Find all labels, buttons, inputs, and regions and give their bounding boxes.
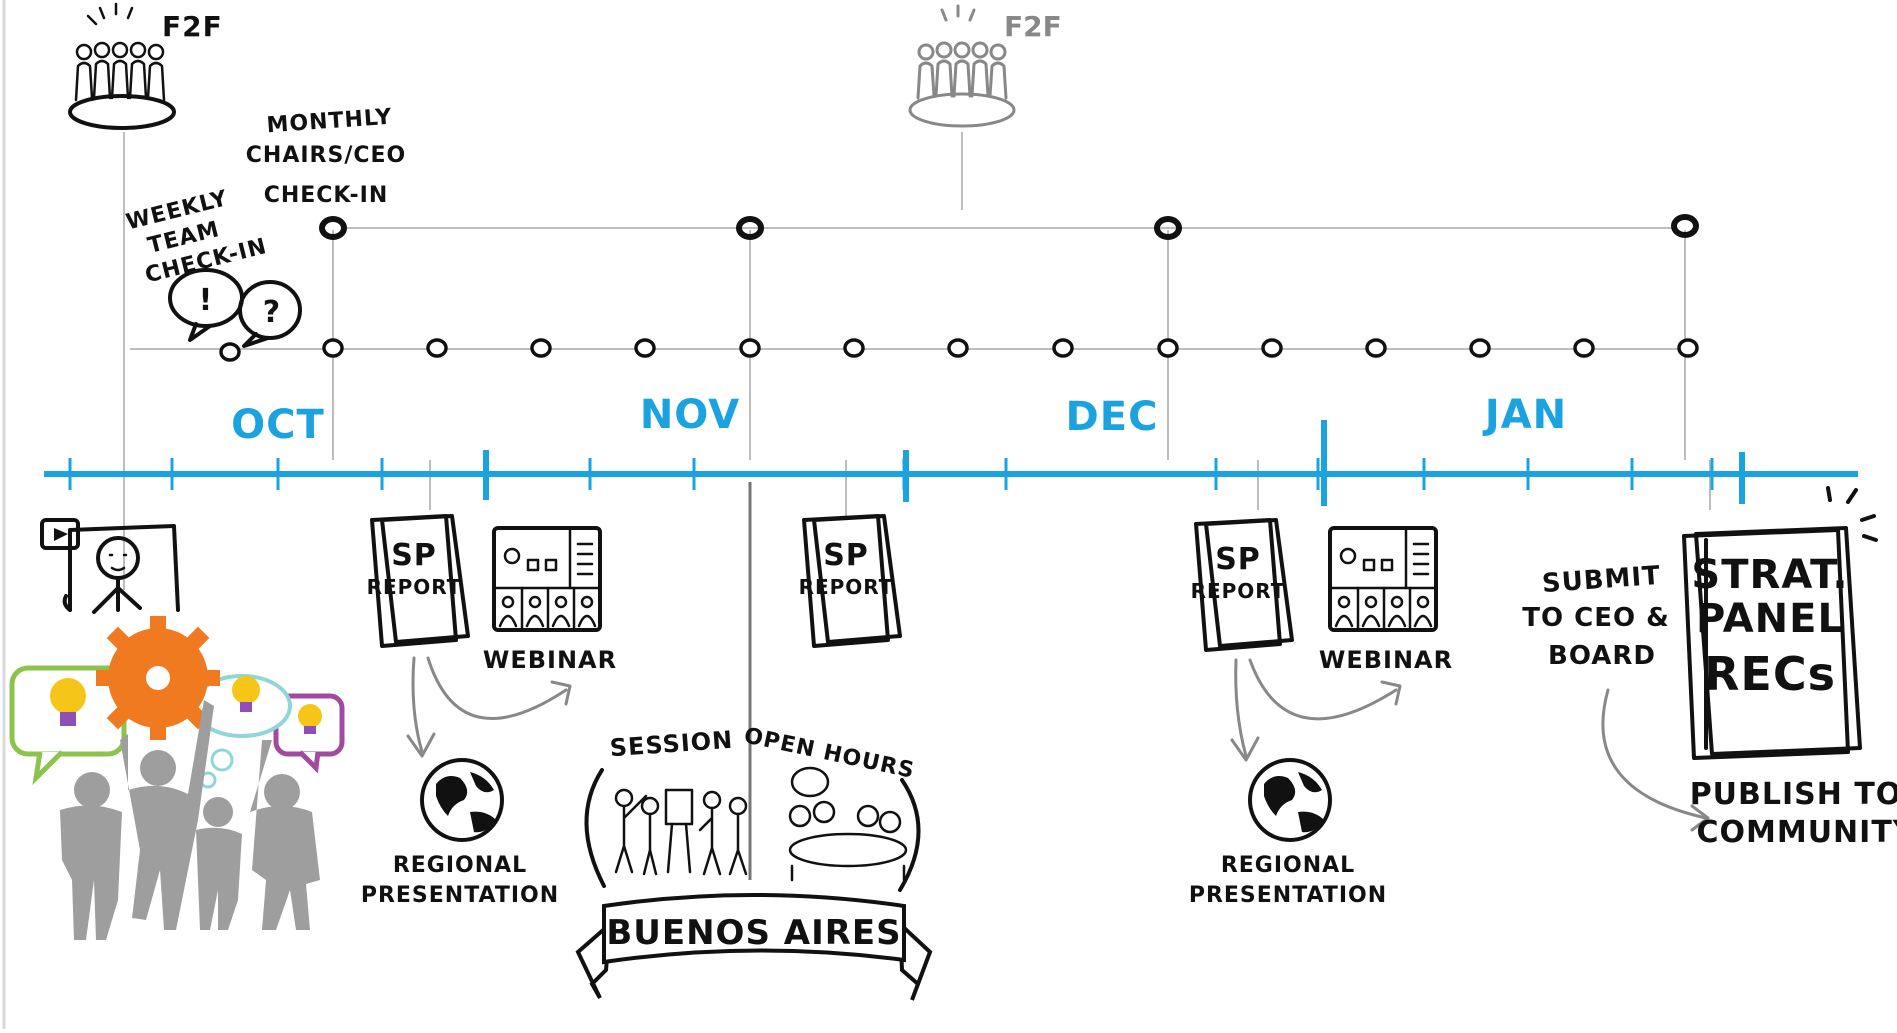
flow-arrows-2 <box>1230 658 1402 762</box>
lightbulb-icon <box>298 704 322 734</box>
svg-text:CHECK-IN: CHECK-IN <box>264 183 389 208</box>
regional-sub-label-1: PRESENTATION <box>361 883 559 908</box>
svg-text:SP: SP <box>823 538 869 573</box>
month-jan: JAN <box>1482 392 1567 438</box>
svg-text:SUBMIT: SUBMIT <box>1541 561 1662 599</box>
lightbulb-icon <box>232 676 260 712</box>
webinar-icon <box>492 526 602 632</box>
weekly-marker <box>1677 338 1699 358</box>
regional-sub-label-2: PRESENTATION <box>1189 883 1387 908</box>
publish-sub-label: COMMUNITY <box>1696 815 1897 850</box>
weekly-marker <box>947 338 969 358</box>
buenos-aires-banner: BUENOS AIRES <box>575 893 933 1001</box>
sp-report-icon: SP REPORT <box>1191 518 1294 652</box>
weekly-marker <box>1469 338 1491 358</box>
weekly-marker <box>634 338 656 358</box>
exclamation-bubble-icon: ! <box>168 268 244 342</box>
svg-text:CHAIRS/CEO: CHAIRS/CEO <box>246 143 406 168</box>
monthly-marker <box>319 216 347 240</box>
monthly-checkin-row <box>319 214 1699 240</box>
session-group: SESSION OPEN HOURS <box>584 723 921 892</box>
month-oct: OCT <box>231 402 325 448</box>
weekly-checkin-label: WEEKLY TEAM CHECK-IN <box>124 186 270 288</box>
weekly-marker <box>1261 338 1283 358</box>
f2f-label-2: F2F <box>1004 10 1062 43</box>
svg-text:?: ? <box>263 295 281 330</box>
svg-text:REPORT: REPORT <box>367 575 462 599</box>
svg-text:TO CEO &: TO CEO & <box>1522 603 1670 633</box>
monthly-marker <box>736 216 764 240</box>
svg-text:SP: SP <box>391 538 437 573</box>
regional-label-1: REGIONAL <box>393 853 527 878</box>
f2f-label-1: F2F <box>162 10 223 43</box>
svg-text:REPORT: REPORT <box>799 575 894 599</box>
flow-arrow-publish <box>1601 688 1710 832</box>
weekly-marker <box>1052 338 1074 358</box>
open-hours-label: OPEN HOURS <box>742 723 917 784</box>
main-timeline: OCT NOV DEC JAN <box>44 392 1858 506</box>
flow-arrows-1 <box>406 656 572 758</box>
globe-icon <box>1248 758 1332 842</box>
globe-icon <box>420 758 504 842</box>
collaboration-illustration <box>9 616 345 940</box>
buenos-aires-label: BUENOS AIRES <box>606 913 901 953</box>
regional-label-2: REGIONAL <box>1221 853 1355 878</box>
month-nov: NOV <box>640 392 740 438</box>
webinar-label-2: WEBINAR <box>1319 646 1453 674</box>
submit-label: SUBMIT TO CEO & BOARD <box>1522 561 1670 671</box>
question-bubble-icon: ? <box>238 280 302 348</box>
svg-text:SP: SP <box>1215 542 1261 577</box>
weekly-marker <box>219 342 241 362</box>
weekly-marker <box>530 338 552 358</box>
weekly-marker <box>739 338 761 358</box>
weekly-marker <box>1573 338 1595 358</box>
weekly-marker <box>843 338 865 358</box>
lightbulb-icon <box>50 678 86 726</box>
webinar-icon <box>1328 526 1438 632</box>
f2f-meeting-icon-grey <box>908 4 1016 128</box>
monthly-marker <box>1671 214 1699 238</box>
svg-text:MONTHLY: MONTHLY <box>266 105 393 139</box>
svg-text:REPORT: REPORT <box>1191 579 1286 603</box>
presenter-board-icon <box>40 518 180 614</box>
svg-text:PANEL: PANEL <box>1696 596 1844 642</box>
svg-text:RECs: RECs <box>1704 647 1836 701</box>
f2f-meeting-icon <box>68 2 176 130</box>
monthly-checkin-label: MONTHLY CHAIRS/CEO CHECK-IN <box>246 105 406 208</box>
webinar-label-1: WEBINAR <box>483 646 617 674</box>
guide-lines <box>123 132 1711 880</box>
highlight-burst-icon <box>1826 486 1878 542</box>
people-silhouettes <box>60 700 320 940</box>
sp-report-icon: SP REPORT <box>367 514 470 648</box>
svg-text:!: ! <box>199 283 214 318</box>
weekly-marker <box>1365 338 1387 358</box>
weekly-marker <box>322 338 344 358</box>
weekly-checkin-row <box>130 338 1699 362</box>
publish-label: PUBLISH TO <box>1690 777 1897 812</box>
weekly-marker <box>426 338 448 358</box>
session-label: SESSION <box>609 726 734 763</box>
svg-text:STRAT.: STRAT. <box>1691 552 1848 598</box>
monthly-marker <box>1154 216 1182 240</box>
sp-report-icon: SP REPORT <box>799 514 902 648</box>
play-icon <box>54 528 68 541</box>
strat-panel-book-icon: STRAT. PANEL RECs <box>1682 526 1862 760</box>
weekly-marker <box>1157 338 1179 358</box>
month-dec: DEC <box>1066 394 1159 440</box>
gear-icon <box>96 616 220 740</box>
svg-text:BOARD: BOARD <box>1548 641 1656 671</box>
